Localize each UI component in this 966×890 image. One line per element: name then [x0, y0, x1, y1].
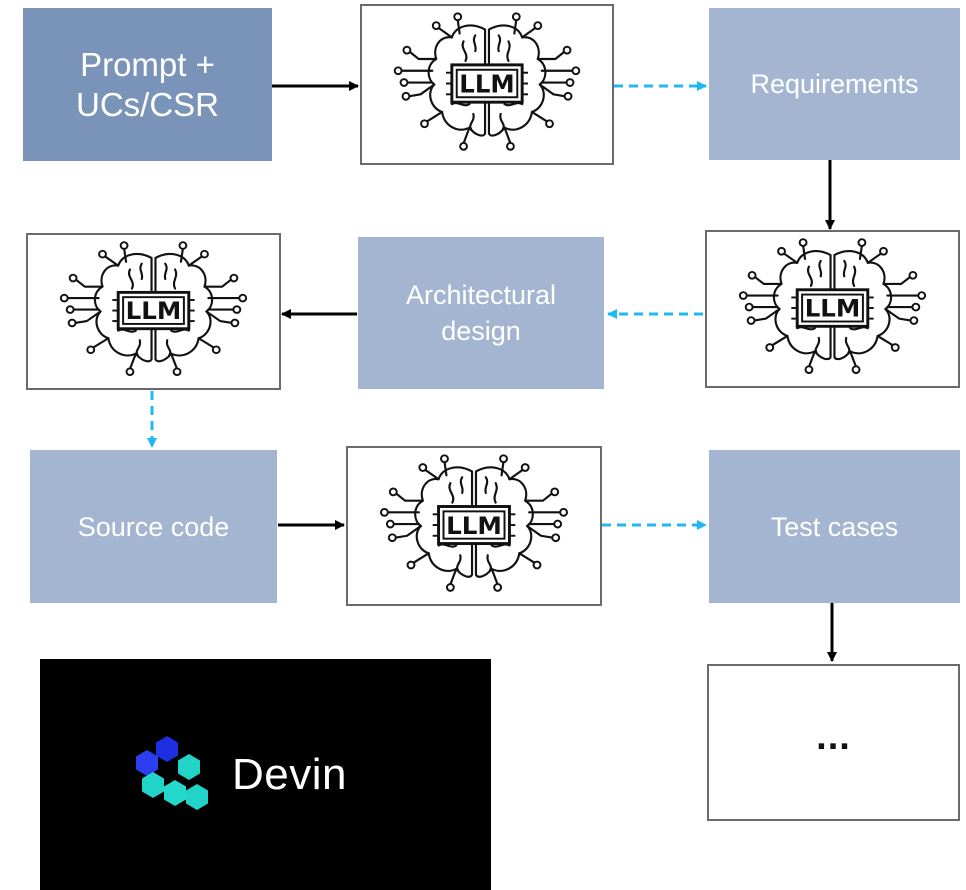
- requirements-box: Requirements: [709, 8, 960, 160]
- llm-label: LLM: [446, 511, 502, 540]
- llm-box-1: LLM: [360, 4, 614, 165]
- devin-logo-wordmark: Devin: [232, 750, 347, 799]
- llm-box-3: LLM: [26, 233, 281, 390]
- llm-brain-icon: LLM: [59, 241, 248, 377]
- llm-label: LLM: [126, 297, 182, 325]
- llm-brain-icon: LLM: [379, 454, 569, 592]
- requirements-label: Requirements: [750, 69, 919, 99]
- llm-brain-icon: LLM: [393, 12, 581, 151]
- test-cases-label: Test cases: [770, 511, 899, 542]
- devin-logo-icon: [136, 736, 208, 810]
- test-cases-box: Test cases: [709, 450, 960, 603]
- prompt-label: Prompt + UCs/CSR: [75, 45, 219, 123]
- llm-box-2: LLM: [705, 230, 960, 388]
- llm-label: LLM: [805, 294, 861, 323]
- llm-box-4: LLM: [346, 446, 602, 606]
- architectural-design-label: Architectural design: [405, 280, 557, 346]
- llm-label: LLM: [459, 69, 514, 98]
- prompt-box: Prompt + UCs/CSR: [23, 8, 272, 161]
- llm-brain-icon: LLM: [738, 238, 927, 374]
- continuation-box: ...: [707, 664, 960, 821]
- architectural-design-box: Architectural design: [358, 237, 604, 389]
- source-code-label: Source code: [77, 511, 230, 542]
- continuation-label: ...: [816, 716, 851, 758]
- devin-logo-panel: [40, 659, 491, 890]
- source-code-box: Source code: [30, 450, 277, 603]
